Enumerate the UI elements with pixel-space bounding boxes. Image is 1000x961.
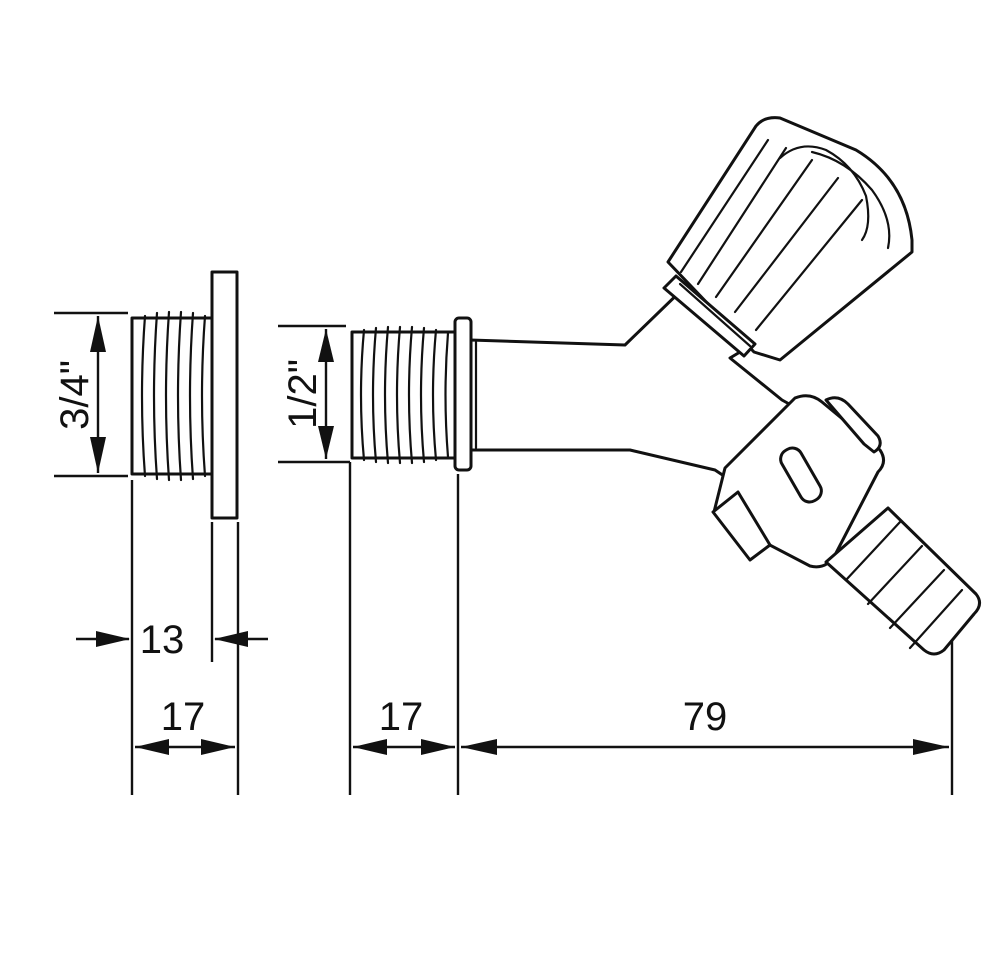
dim-79: 79	[683, 695, 728, 739]
dim-17-right: 17	[379, 695, 424, 739]
hose-coupling	[711, 394, 885, 569]
threaded-adapter	[130, 270, 239, 520]
valve-knob	[662, 116, 914, 362]
dim-17-left: 17	[161, 695, 206, 739]
coupling-slot	[779, 446, 823, 504]
dim-13: 13	[140, 618, 185, 662]
adapter-flange	[210, 270, 239, 520]
adapter-thread-ridges	[140, 310, 207, 482]
dim-thread-1-2: 1/2"	[281, 359, 325, 429]
valve-inlet-thread	[350, 330, 458, 460]
valve-thread-ridges	[359, 325, 450, 465]
valve-collar	[453, 316, 473, 472]
valve-assembly	[350, 116, 981, 656]
dimension-lines	[54, 311, 954, 795]
adapter-thread-body	[130, 316, 214, 476]
hose-nozzle	[824, 506, 981, 656]
dim-thread-3-4: 3/4"	[53, 360, 97, 430]
